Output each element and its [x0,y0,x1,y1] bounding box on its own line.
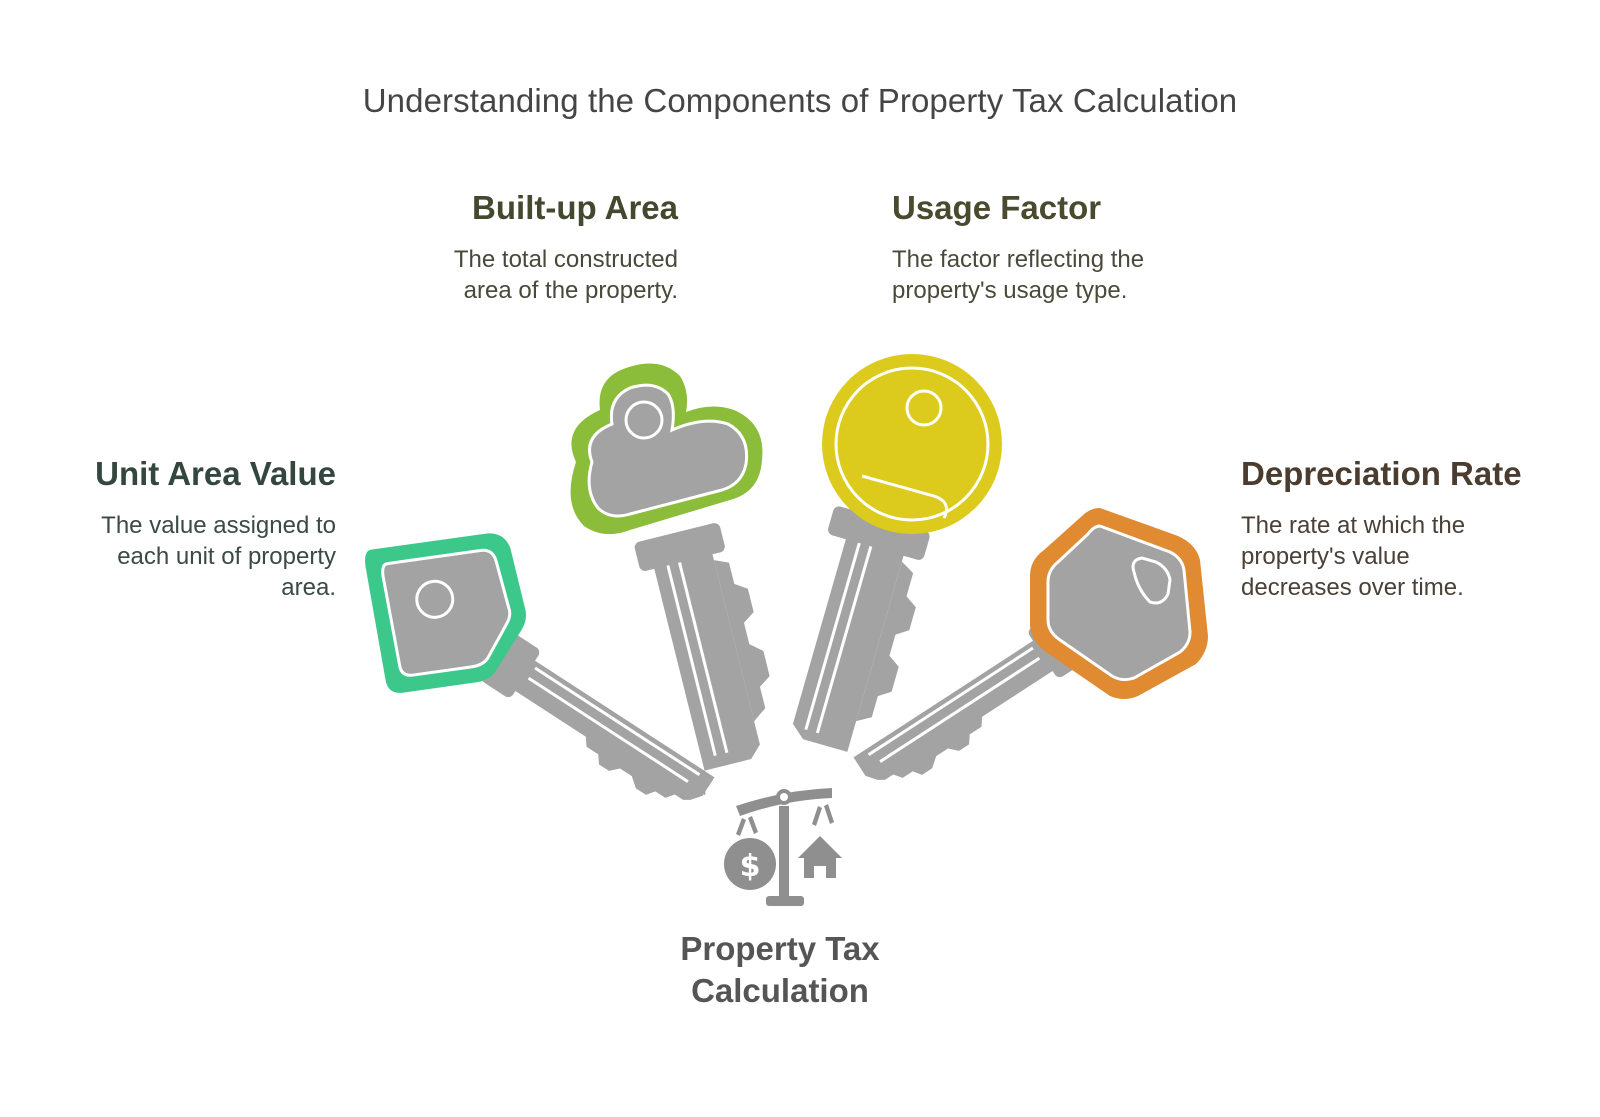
unit-area-value-block: Unit Area Value The value assigned to ea… [40,454,336,603]
usage-factor-desc-line: The factor reflecting the [892,246,1145,273]
scale-icon: $ [724,788,842,906]
depreciation-rate-block: Depreciation Rate The rate at which the … [1241,454,1561,603]
built-up-area-block: Built-up Area The total constructed area… [380,188,678,306]
unit-area-value-heading: Unit Area Value [95,455,336,492]
unit-area-key [365,533,715,800]
center-label-line: Property Tax [680,930,880,967]
svg-text:$: $ [740,849,761,884]
built-up-area-description: The total constructed area of the proper… [380,244,678,306]
usage-factor-description: The factor reflecting the property's usa… [892,244,1212,306]
usage-factor-heading: Usage Factor [892,189,1102,226]
unit-area-value-desc-line: area. [281,574,336,601]
depreciation-rate-description: The rate at which the property's value d… [1241,510,1561,603]
unit-area-value-desc-line: The value assigned to [101,512,336,539]
built-up-area-key [570,363,770,771]
property-tax-calculation-label: Property Tax Calculation [630,928,930,1012]
depreciation-rate-heading: Depreciation Rate [1241,455,1522,492]
usage-factor-key [792,354,1002,752]
unit-area-value-desc-line: each unit of property [117,543,336,570]
page-title: Understanding the Components of Property… [362,82,1238,119]
usage-factor-block: Usage Factor The factor reflecting the p… [892,188,1212,306]
built-up-area-heading: Built-up Area [472,189,678,226]
unit-area-value-description: The value assigned to each unit of prope… [40,510,336,603]
depreciation-rate-desc-line: property's value [1241,543,1410,570]
center-label-line: Calculation [691,972,869,1009]
usage-factor-desc-line: property's usage type. [892,277,1128,304]
built-up-area-desc-line: area of the property. [463,277,678,304]
depreciation-rate-desc-line: decreases over time. [1241,574,1464,601]
built-up-area-desc-line: The total constructed [453,246,678,273]
depreciation-rate-desc-line: The rate at which the [1241,512,1466,539]
depreciation-rate-key [853,508,1208,780]
